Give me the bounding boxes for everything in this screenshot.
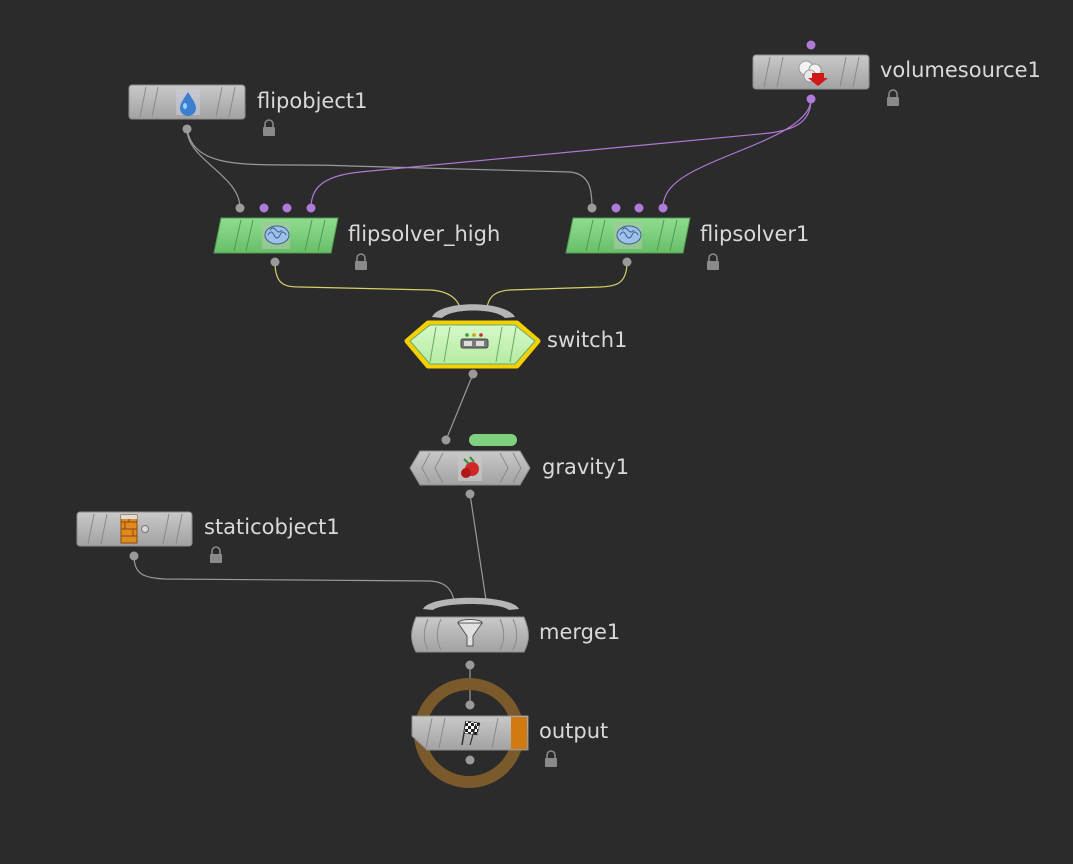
lock-icon[interactable] [707, 253, 719, 270]
output-port[interactable] [468, 369, 478, 379]
node-staticobject1[interactable] [76, 511, 193, 561]
node-label-volumesource1[interactable]: volumesource1 [880, 58, 1041, 82]
node-volumesource1[interactable] [752, 40, 870, 104]
input-port[interactable] [465, 700, 475, 710]
node-stripes [425, 717, 499, 749]
display-flag[interactable] [511, 717, 527, 749]
node-label-flipsolver1[interactable]: flipsolver1 [700, 222, 810, 246]
water-drop-icon [176, 89, 200, 116]
input-port[interactable] [587, 203, 597, 213]
input-port[interactable] [441, 435, 451, 445]
wire-volumesource-to-flipsolver-high[interactable] [310, 98, 812, 209]
lock-icon[interactable] [545, 750, 557, 767]
node-stripes [233, 219, 326, 252]
lock-icons [210, 89, 899, 767]
lock-icon[interactable] [210, 546, 222, 563]
wire-gravity-to-merge[interactable] [469, 493, 487, 601]
switch-icon [460, 333, 489, 349]
node-label-flipobject1[interactable]: flipobject1 [257, 89, 368, 113]
node-label-staticobject1[interactable]: staticobject1 [204, 515, 340, 539]
input-port[interactable] [235, 203, 245, 213]
wire-flipobject-to-flipsolver-high[interactable] [186, 128, 241, 209]
wire-volumesource-to-flipsolver[interactable] [662, 98, 812, 209]
volume-source-icon [798, 60, 828, 86]
node-merge1[interactable] [411, 597, 529, 670]
wires [133, 98, 812, 705]
node-stripes [429, 326, 517, 363]
output-port[interactable] [622, 257, 632, 267]
output-port[interactable] [129, 551, 139, 561]
node-stripes [423, 618, 518, 651]
multi-input-bar[interactable] [432, 304, 515, 318]
input-port[interactable] [611, 203, 621, 213]
flip-solver-icon [262, 222, 290, 249]
output-port[interactable] [465, 755, 475, 765]
input-port[interactable] [282, 203, 292, 213]
node-label-flipsolver-high[interactable]: flipsolver_high [348, 222, 501, 246]
node-stripes [87, 513, 183, 545]
node-stripes [139, 86, 236, 118]
node-label-output[interactable]: output [539, 719, 609, 743]
node-switch1[interactable] [404, 304, 541, 379]
checkered-flag-icon [461, 720, 481, 746]
node-label-merge1[interactable]: merge1 [539, 620, 621, 644]
node-gravity1[interactable] [409, 434, 531, 499]
input-port[interactable] [806, 40, 816, 50]
selection-outline [404, 320, 541, 369]
wire-switch-to-gravity[interactable] [445, 373, 474, 441]
input-port[interactable] [306, 203, 316, 213]
wire-staticobject-to-merge[interactable] [133, 555, 455, 601]
node-flipsolver1[interactable] [565, 203, 691, 267]
output-port[interactable] [182, 124, 192, 134]
node-flipsolver-high[interactable] [213, 203, 339, 267]
wire-flipsolver-high-to-switch[interactable] [274, 261, 461, 309]
lock-icon[interactable] [887, 89, 899, 106]
bypass-flag[interactable] [469, 434, 517, 446]
output-port[interactable] [465, 660, 475, 670]
node-stripes [421, 452, 522, 484]
wire-flipsolver-to-switch[interactable] [486, 261, 628, 309]
wire-flipobject-to-flipsolver[interactable] [186, 128, 593, 209]
input-port[interactable] [259, 203, 269, 213]
node-flipobject1[interactable] [128, 84, 246, 134]
lock-icon[interactable] [263, 119, 275, 136]
funnel-icon [457, 619, 483, 647]
node-label-gravity1[interactable]: gravity1 [542, 455, 630, 479]
output-port[interactable] [465, 489, 475, 499]
lock-icon[interactable] [355, 253, 367, 270]
output-port[interactable] [270, 257, 280, 267]
input-port[interactable] [658, 203, 668, 213]
node-label-switch1[interactable]: switch1 [547, 328, 628, 352]
output-port[interactable] [806, 94, 816, 104]
brick-wall-icon [120, 514, 149, 544]
node-stripes [763, 56, 860, 88]
input-port[interactable] [634, 203, 644, 213]
flip-solver-icon [614, 222, 642, 249]
apple-icon [458, 455, 482, 481]
node-stripes [585, 219, 678, 252]
multi-input-bar[interactable] [423, 597, 519, 610]
node-output[interactable] [411, 678, 529, 788]
